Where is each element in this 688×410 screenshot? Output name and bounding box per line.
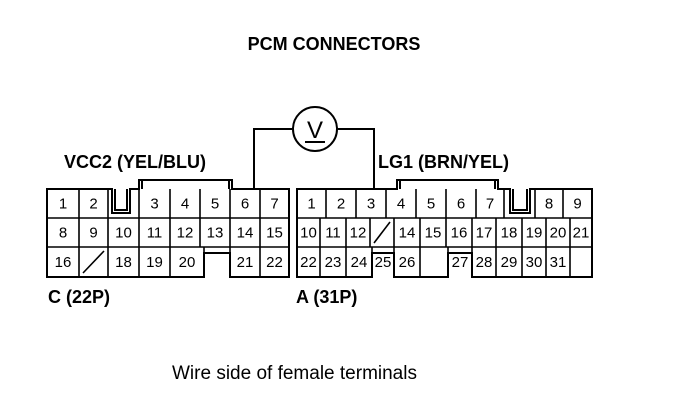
connector-c-pin-3: 3 [150,196,158,213]
connector-a-pin-10: 10 [300,225,317,242]
connector-a-label: A (31P) [296,287,358,307]
connector-a-pin-3: 3 [367,196,375,213]
connector-a-pin-17: 17 [476,225,493,242]
connector-a-pin-8: 8 [545,196,553,213]
connector-a-pin-5: 5 [427,196,435,213]
connector-a-pin-16: 16 [451,225,468,242]
connector-c-pin-1: 1 [59,196,67,213]
connector-a-pin-19: 19 [526,225,543,242]
connector-a-pin-26: 26 [399,254,416,271]
connector-c-pin-18: 18 [115,254,132,271]
voltmeter-symbol: V [307,117,323,144]
diagram-caption: Wire side of female terminals [172,363,417,384]
connector-c-empty-cavity [82,250,105,274]
connector-c-pin-5: 5 [211,196,219,213]
connector-c-pin-20: 20 [179,254,196,271]
connector-c-pin-14: 14 [237,225,254,242]
connector-a-pin-14: 14 [399,225,416,242]
connector-a-pin-4: 4 [397,196,405,213]
connector-c-pin-11: 11 [147,225,163,242]
connector-a-pin-25: 25 [375,254,392,271]
connector-c-pin-9: 9 [89,225,97,242]
connector-a-pin-2: 2 [337,196,345,213]
voltmeter-icon [292,106,338,152]
connector-a-pin-12: 12 [350,225,367,242]
connector-c-pin-4: 4 [181,196,189,213]
connector-a-pin-23: 23 [325,254,342,271]
connector-c-pin-10: 10 [115,225,132,242]
connector-a-pin-31: 31 [550,254,567,271]
connector-a-pin-9: 9 [573,196,581,213]
connector-c-pin-22: 22 [266,254,283,271]
connector-c-pin-7: 7 [270,196,278,213]
connector-a-pin-28: 28 [476,254,493,271]
connector-a-empty-cavity [373,221,391,244]
connector-a-pin-1: 1 [307,196,315,213]
connector-a-pin-6: 6 [457,196,465,213]
connector-c-pin-13: 13 [207,225,224,242]
connector-c-pin-15: 15 [266,225,283,242]
diagram-title: PCM CONNECTORS [247,34,421,54]
connector-a-pin-21: 21 [573,225,590,242]
connector-c-pin-21: 21 [237,254,254,271]
connector-c-pin-8: 8 [59,225,67,242]
connector-a-pin-20: 20 [550,225,567,242]
probe-wire-left [253,128,292,189]
connector-a-pin-24: 24 [351,254,368,271]
connector-a-pin-22: 22 [300,254,317,271]
connector-a-pin-15: 15 [425,225,442,242]
connector-c-pin-2: 2 [89,196,97,213]
connector-c-latch-lines [114,180,230,211]
connector-a-pin-11: 11 [325,225,341,242]
connector-c-label: C (22P) [48,287,111,307]
vcc2-probe-label: VCC2 (YEL/BLU) [64,152,207,172]
connector-c-pin-12: 12 [177,225,194,242]
connector-c-pin-19: 19 [146,254,163,271]
connector-a-pin-29: 29 [501,254,518,271]
connector-a-body [296,179,593,278]
probe-wire-right [338,128,375,189]
connector-a-latch-lines [399,180,528,211]
connector-a-pin-30: 30 [526,254,543,271]
connector-c-pin-16: 16 [55,254,72,271]
connector-a-pin-27: 27 [452,254,469,271]
connector-a-pin-18: 18 [501,225,518,242]
lg1-probe-label: LG1 (BRN/YEL) [378,152,510,172]
connector-a-pin-7: 7 [486,196,494,213]
connector-c-pin-6: 6 [241,196,249,213]
